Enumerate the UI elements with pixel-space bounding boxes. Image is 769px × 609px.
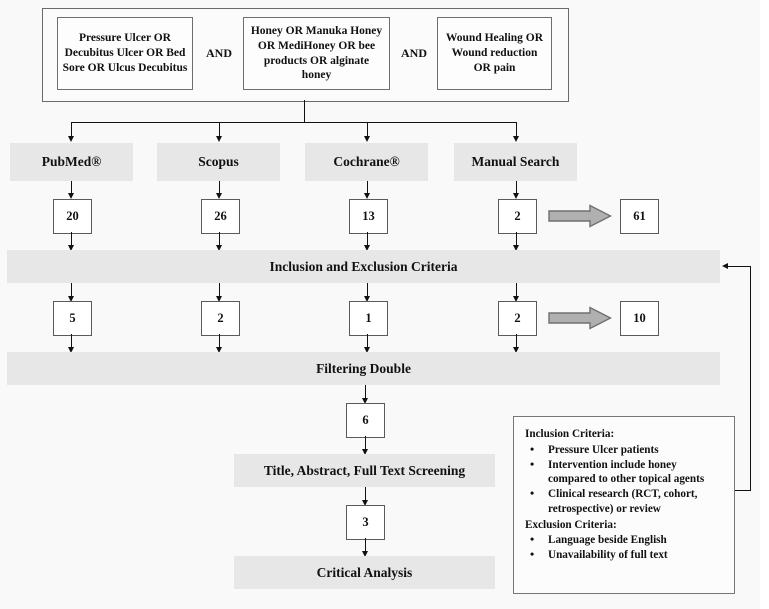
connector-feedback-top: [728, 266, 750, 267]
arrowhead-bus-to-cochrane: [364, 136, 370, 142]
arrowhead-feedback-into-criteria-bar: [722, 262, 728, 269]
arrowhead-screening-to-result: [361, 500, 368, 506]
connector-pubmed-count-to-criteria: [71, 232, 72, 246]
connector-pubmed-to-count: [71, 181, 72, 194]
source-header-scopus: Scopus: [157, 143, 280, 181]
count-box-manual-initial: 2: [498, 199, 537, 234]
arrowhead-criteria-to-cochrane-after: [364, 296, 370, 302]
arrowhead-cochrane-to-count: [364, 193, 370, 199]
arrowhead-scopus-after-to-filtering: [216, 347, 222, 353]
count-box-screening-result: 3: [346, 505, 385, 540]
query-operator-2: AND: [401, 46, 427, 60]
query-term-box-2: Honey OR Manuka Honey OR MediHoney OR be…: [243, 17, 390, 90]
count-box-pubmed-initial: 20: [53, 199, 92, 234]
arrowhead-cochrane-count-to-criteria: [364, 245, 370, 251]
arrowhead-criteria-to-pubmed-after: [68, 296, 74, 302]
arrowhead-scopus-to-count: [216, 193, 222, 199]
query-term-box-3: Wound Healing OR Wound reduction OR pain: [437, 17, 552, 90]
connector-cochrane-to-count: [367, 181, 368, 194]
exclusion-criteria-list: Language beside English Unavailability o…: [525, 532, 725, 563]
count-box-cochrane-initial: 13: [349, 199, 388, 234]
connector-manual-after-to-filtering: [516, 334, 517, 348]
inclusion-criteria-item: Intervention include honey compared to o…: [528, 457, 725, 488]
inclusion-criteria-list: Pressure Ulcer patients Intervention inc…: [525, 442, 725, 517]
arrowhead-result-to-screening: [361, 449, 368, 455]
inclusion-criteria-heading: Inclusion Criteria:: [525, 428, 615, 440]
connector-result-to-analysis: [364, 538, 366, 552]
count-box-initial-total: 61: [620, 199, 659, 234]
connector-feedback-bottom: [735, 490, 751, 491]
arrowhead-result-to-analysis: [361, 551, 368, 557]
connector-screening-to-result: [364, 487, 366, 501]
arrowhead-manual-after-to-filtering: [513, 347, 519, 353]
stage-bar-screening: Title, Abstract, Full Text Screening: [234, 454, 495, 487]
count-box-cochrane-after-criteria: 1: [349, 301, 388, 336]
arrowhead-criteria-to-manual-after: [513, 296, 519, 302]
connector-cochrane-after-to-filtering: [367, 334, 368, 348]
arrowhead-pubmed-to-count: [68, 193, 74, 199]
inclusion-criteria-item: Pressure Ulcer patients: [528, 442, 725, 458]
arrowhead-pubmed-count-to-criteria: [68, 245, 74, 251]
connector-result-to-screening: [364, 436, 366, 450]
source-header-manual-search: Manual Search: [454, 143, 577, 181]
arrowhead-manual-to-count: [513, 193, 519, 199]
stage-bar-critical-analysis: Critical Analysis: [234, 556, 495, 589]
inclusion-criteria-item: Clinical research (RCT, cohort, retrospe…: [528, 486, 725, 517]
connector-criteria-to-scopus-after: [219, 283, 220, 297]
connector-manual-to-count: [516, 181, 517, 194]
connector-distribution-bus: [71, 122, 516, 123]
arrowhead-criteria-to-scopus-after: [216, 296, 222, 302]
page-right-margin: [760, 0, 769, 609]
count-box-filtering-result: 6: [346, 403, 385, 438]
connector-scopus-to-count: [219, 181, 220, 194]
exclusion-criteria-heading: Exclusion Criteria:: [525, 518, 617, 531]
connector-criteria-to-pubmed-after: [71, 283, 72, 297]
arrowhead-cochrane-after-to-filtering: [364, 347, 370, 353]
connector-query-stem: [304, 100, 305, 122]
source-header-pubmed: PubMed®: [10, 143, 133, 181]
connector-manual-count-to-criteria: [516, 232, 517, 246]
criteria-detail-panel: Inclusion Criteria: Pressure Ulcer patie…: [513, 416, 735, 594]
count-box-scopus-after-criteria: 2: [201, 301, 240, 336]
count-box-manual-after-criteria: 2: [498, 301, 537, 336]
connector-pubmed-after-to-filtering: [71, 334, 72, 348]
source-header-cochrane: Cochrane®: [305, 143, 428, 181]
count-box-scopus-initial: 26: [201, 199, 240, 234]
arrowhead-pubmed-after-to-filtering: [68, 347, 74, 353]
count-box-after-criteria-total: 10: [620, 301, 659, 336]
connector-criteria-to-cochrane-after: [367, 283, 368, 297]
connector-feedback-vertical: [750, 266, 751, 490]
arrowhead-bus-to-pubmed: [68, 136, 74, 142]
connector-bus-to-scopus: [219, 122, 220, 137]
arrowhead-scopus-count-to-criteria: [216, 245, 222, 251]
connector-filtering-to-result: [364, 385, 366, 399]
connector-cochrane-count-to-criteria: [367, 232, 368, 246]
count-box-pubmed-after-criteria: 5: [53, 301, 92, 336]
arrowhead-filtering-to-result: [361, 398, 368, 404]
arrowhead-manual-count-to-criteria: [513, 245, 519, 251]
block-arrow-after-criteria-total: [548, 306, 612, 330]
query-operator-1: AND: [206, 46, 232, 60]
stage-bar-filtering-double: Filtering Double: [7, 352, 720, 385]
exclusion-criteria-item: Language beside English: [528, 532, 725, 548]
stage-bar-inclusion-exclusion-criteria: Inclusion and Exclusion Criteria: [7, 250, 720, 283]
query-term-box-1: Pressure Ulcer OR Decubitus Ulcer OR Bed…: [57, 17, 193, 90]
block-arrow-initial-total: [548, 204, 612, 228]
connector-scopus-after-to-filtering: [219, 334, 220, 348]
connector-criteria-to-manual-after: [516, 283, 517, 297]
exclusion-criteria-item: Unavailability of full text: [528, 547, 725, 563]
arrowhead-bus-to-scopus: [216, 136, 222, 142]
connector-bus-to-cochrane: [367, 122, 368, 137]
arrowhead-bus-to-manual: [513, 136, 519, 142]
connector-bus-to-pubmed: [71, 122, 72, 137]
connector-scopus-count-to-criteria: [219, 232, 220, 246]
connector-bus-to-manual: [516, 122, 517, 137]
